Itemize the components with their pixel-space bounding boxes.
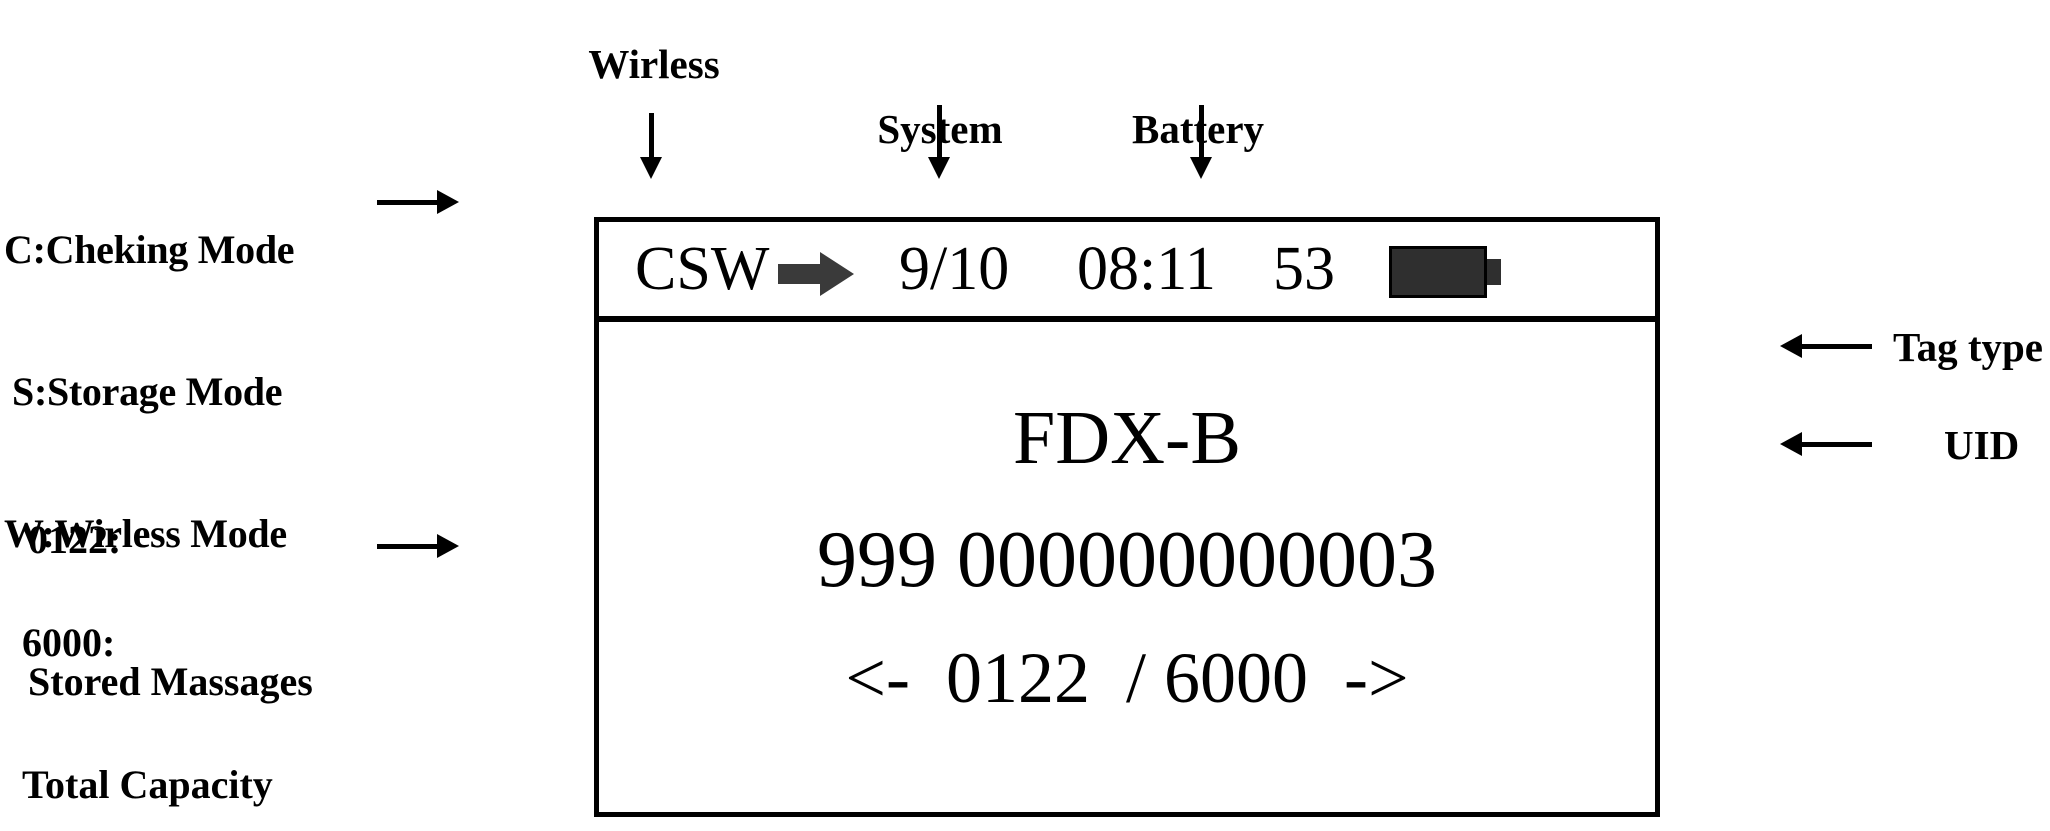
arrow-head	[928, 157, 950, 179]
total-capacity-legend: 6000: Total Capacity	[22, 525, 273, 831]
stored-messages-description: Stored Massages	[28, 658, 313, 704]
arrow-shaft	[377, 199, 439, 205]
arrow-shaft	[1800, 441, 1872, 447]
arrow-tail-shape	[778, 264, 822, 284]
wireless-pointer-arrow-down-icon	[634, 113, 668, 179]
status-time: 08:11	[1077, 235, 1216, 303]
tag-type-pointer-arrow-left-icon	[1780, 329, 1872, 363]
lcd-content-area: FDX-B 999 000000000003 <- 0122 / 6000 ->	[599, 322, 1655, 812]
arrow-shaft	[648, 113, 654, 161]
status-date: 9/10	[899, 235, 1010, 303]
device-lcd-screen: CSW 9/10 08:11 53 FDX-B 999 000000000003…	[594, 217, 1660, 817]
arrow-shaft	[1800, 343, 1872, 349]
battery-full-icon	[1389, 246, 1501, 298]
arrow-head	[437, 190, 459, 214]
status-battery-percent: 53	[1273, 235, 1335, 303]
mode-legend-checking: C:Cheking Mode	[4, 227, 295, 273]
arrow-head	[1780, 334, 1802, 358]
tag-type-value: FDX-B	[1012, 396, 1242, 480]
battery-body-shape	[1389, 246, 1487, 298]
uid-annotation-label: UID	[1944, 422, 2020, 468]
capacity-pointer-arrow-right-icon	[377, 529, 459, 563]
battery-annotation-line1: Battery	[1098, 105, 1298, 153]
total-capacity-value-label: 6000:	[22, 620, 116, 666]
total-capacity-description: Total Capacity	[22, 761, 273, 807]
arrow-shaft	[936, 105, 942, 161]
stored-messages-legend: 0122: Stored Massages	[28, 422, 313, 800]
arrow-shaft	[1198, 105, 1204, 161]
arrow-head	[1190, 157, 1212, 179]
arrow-shaft	[377, 543, 439, 549]
stored-messages-value-label: 0122:	[28, 517, 122, 563]
arrow-head	[1780, 432, 1802, 456]
arrow-tip-shape	[820, 252, 854, 296]
mode-legend-wireless: W:Wirless Mode	[4, 510, 287, 556]
wireless-annotation-label: Wirless	[588, 41, 720, 87]
mode-pointer-arrow-right-icon	[377, 185, 459, 219]
arrow-head	[640, 157, 662, 179]
status-mode-flags: CSW	[635, 235, 770, 303]
mode-legend-storage: S:Storage Mode	[12, 368, 283, 414]
uid-value: 999 000000000003	[817, 516, 1437, 604]
arrow-head	[437, 534, 459, 558]
system-time-pointer-arrow-down-icon	[922, 105, 956, 179]
mode-legend: C:Cheking Mode S:Storage Mode W:Wirless …	[4, 132, 295, 651]
uid-pointer-arrow-left-icon	[1780, 427, 1872, 461]
lcd-status-bar: CSW 9/10 08:11 53	[599, 222, 1655, 322]
battery-terminal-shape	[1487, 259, 1501, 285]
record-navigation-line: <- 0122 / 6000 ->	[845, 638, 1409, 718]
tag-type-annotation-label: Tag type	[1893, 324, 2043, 370]
wireless-right-arrow-icon	[778, 252, 854, 296]
battery-pointer-arrow-down-icon	[1184, 105, 1218, 179]
